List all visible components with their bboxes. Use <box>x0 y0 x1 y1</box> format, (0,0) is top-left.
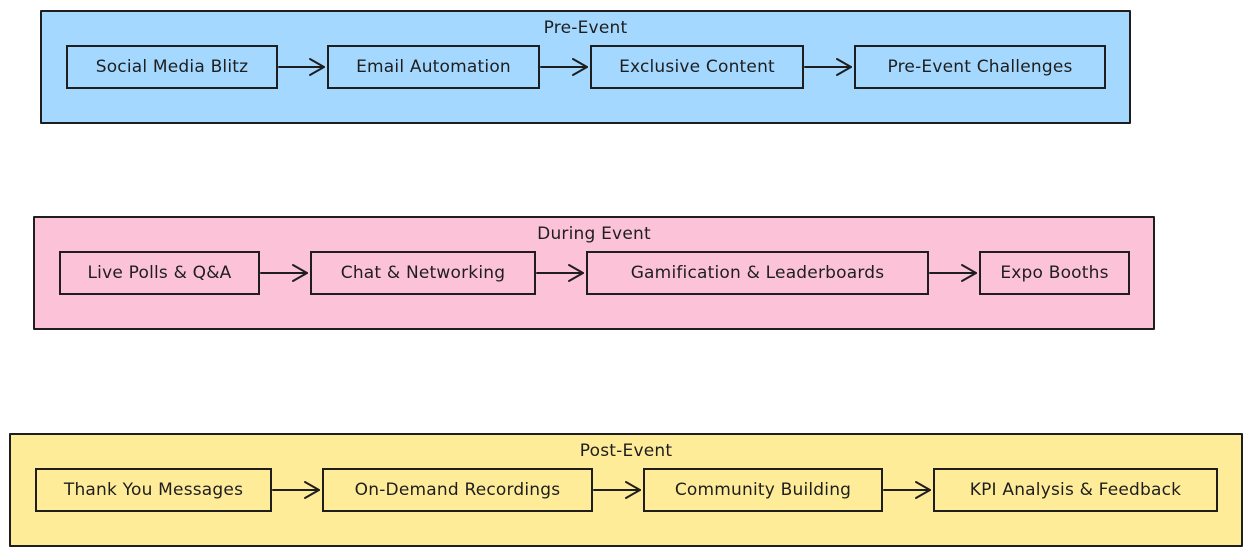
node-social-media-blitz: Social Media Blitz <box>66 45 278 89</box>
node-kpi-analysis-feedback: KPI Analysis & Feedback <box>933 468 1218 512</box>
post-event-title: Post-Event <box>579 441 673 461</box>
node-email-automation: Email Automation <box>327 45 540 89</box>
node-on-demand-recordings: On-Demand Recordings <box>322 468 593 512</box>
node-chat-networking: Chat & Networking <box>310 251 536 295</box>
node-exclusive-content: Exclusive Content <box>590 45 804 89</box>
node-community-building: Community Building <box>643 468 883 512</box>
node-pre-event-challenges: Pre-Event Challenges <box>854 45 1106 89</box>
during-event-title: During Event <box>537 224 651 244</box>
pre-event-title: Pre-Event <box>543 18 628 38</box>
node-expo-booths: Expo Booths <box>979 251 1130 295</box>
node-gamification-leaderboards: Gamification & Leaderboards <box>586 251 929 295</box>
node-live-polls-qa: Live Polls & Q&A <box>59 251 260 295</box>
node-thank-you-messages: Thank You Messages <box>35 468 272 512</box>
